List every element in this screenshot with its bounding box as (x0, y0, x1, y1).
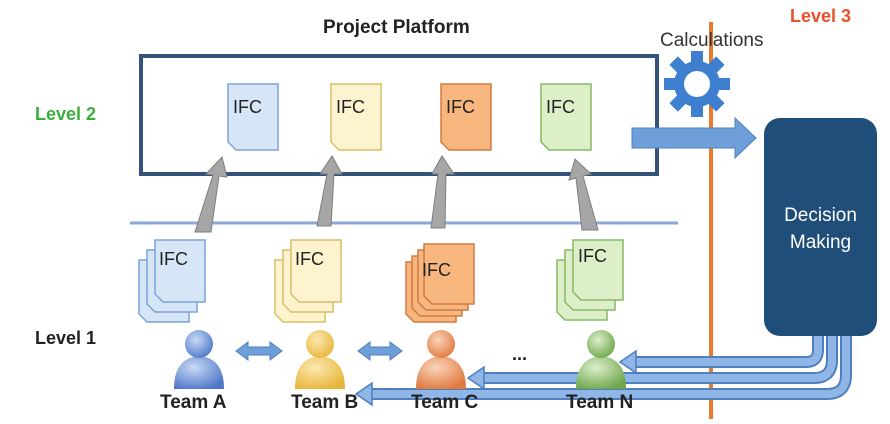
level-1-label: Level 1 (35, 328, 97, 348)
platform-doc-a (227, 83, 279, 151)
ifc-label: IFC (422, 260, 451, 280)
team-b-label: Team B (291, 392, 359, 413)
ifc-label: IFC (446, 97, 475, 117)
decision-making-label: Decision Making (784, 205, 857, 253)
team-b-doc-stack (274, 239, 342, 323)
ifc-label: IFC (336, 97, 365, 117)
ellipsis-label: ... (512, 344, 528, 364)
team-a-label: Team A (160, 392, 227, 413)
level-3-label: Level 3 (790, 6, 852, 26)
upload-arrow-a (194, 155, 228, 233)
team-c-label: Team C (411, 392, 479, 413)
ifc-label: IFC (159, 249, 188, 269)
team-n-label: Team N (566, 392, 634, 413)
platform-doc-n (540, 83, 592, 151)
team-c-doc-stack (405, 243, 475, 323)
ifc-label: IFC (233, 97, 262, 117)
level-2-label: Level 2 (35, 104, 97, 124)
person-yellow-icon (295, 330, 345, 389)
platform-to-decision-arrow (631, 116, 757, 160)
upload-arrow-c (430, 155, 455, 229)
team-a-doc-stack (138, 239, 206, 323)
gear-icon (664, 51, 730, 117)
platform-doc-c (440, 83, 492, 151)
ifc-label: IFC (578, 246, 607, 266)
team-b-c-exchange-arrow (357, 341, 403, 361)
upload-arrow-b (316, 155, 343, 227)
person-blue-icon (174, 330, 224, 389)
page-title: Project Platform (323, 17, 470, 38)
person-orange-icon (416, 330, 466, 389)
person-green-icon (576, 330, 626, 389)
decision-making-box: Decision Making (764, 118, 877, 336)
team-a-b-exchange-arrow (235, 341, 283, 361)
team-n-doc-stack (556, 239, 624, 321)
ifc-label: IFC (546, 97, 575, 117)
upload-arrow-n (568, 158, 599, 231)
calculations-label: Calculations (660, 30, 764, 51)
ifc-label: IFC (295, 249, 324, 269)
platform-doc-b (330, 83, 382, 151)
